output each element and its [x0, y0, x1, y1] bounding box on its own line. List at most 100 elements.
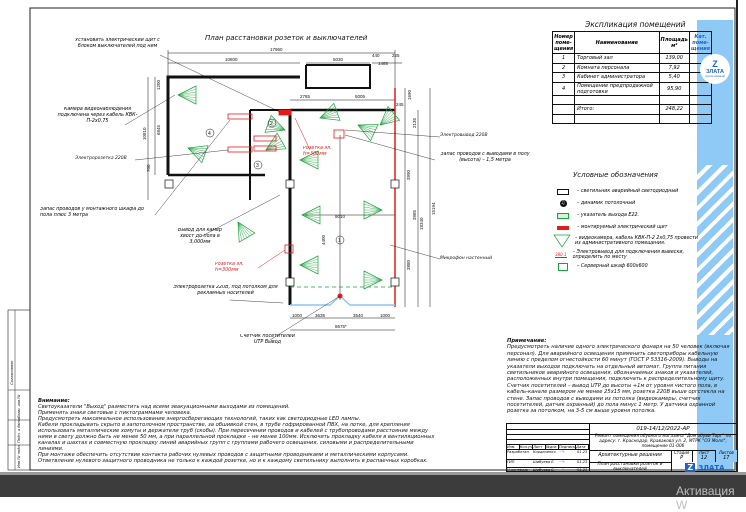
panel-icon [553, 225, 573, 230]
signature-icon: ~✎ [559, 450, 566, 454]
exit-sign-icon [553, 212, 573, 219]
camera-icon [363, 200, 383, 220]
room-number-2: 2 [270, 121, 273, 127]
stamp-agreed: Согласовано [9, 360, 14, 385]
camera-icon [301, 205, 321, 225]
dim-6845: 6845 [156, 124, 161, 135]
notes-right-text: Предусмотреть наличие одного электрическ… [507, 344, 730, 415]
cell-area: 248,22 [658, 104, 690, 115]
logo-title-block: Z ЗЛАТА [673, 462, 737, 473]
cell-number [551, 113, 576, 124]
sheet-title: План расстановки розеток и выключателей [589, 462, 672, 473]
label-power-out: Электровывод 220В [439, 132, 488, 138]
notes-left-title: Внимание: [38, 398, 70, 404]
signature-icon: ~✎ [559, 468, 566, 472]
speaker-icon: ♫ [559, 200, 567, 207]
camera-icon [379, 105, 401, 126]
label-camera: Камера видеонаблюдения подключена через … [57, 107, 138, 124]
camera-icon [187, 145, 209, 164]
sheets-header: Листов [718, 450, 734, 455]
dim-1000a: 1000 [292, 313, 303, 318]
approval-role: Н.контроль [507, 468, 529, 472]
cell-area: 5,40 [658, 72, 690, 83]
cell-area: 95,90 [658, 81, 690, 96]
col-name: Наименование [574, 31, 660, 54]
label-socket-left: Электророзетка 220В [74, 155, 127, 161]
camera-icon [264, 114, 286, 133]
dim-8675: 8675* [335, 324, 347, 329]
approval-role: ГИП [507, 460, 515, 464]
legend-label: – светильник аварийный светодиодный [577, 189, 679, 194]
rev-col-header: №док [546, 445, 559, 450]
explication-row [551, 113, 713, 124]
cell-name: Торговый зал [574, 53, 660, 64]
label-camera-out: Вывод для камер хвост до пола в 3,000мм [178, 228, 222, 245]
dimension-lines [147, 50, 431, 331]
sign-label: 380 1 [555, 251, 567, 258]
dim-8010: 8010 [335, 214, 346, 219]
doc-code: 019-14/12/2022-АР [589, 424, 737, 435]
dim-2135: 2135 [412, 117, 417, 128]
signature-icon: ~✎ [559, 460, 566, 464]
label-panel: Установить электрический щит с блоком вы… [75, 38, 160, 49]
legend-item: – монтируемый электрический щит [553, 222, 703, 233]
camera-icon [177, 85, 197, 105]
cell-name [574, 94, 660, 105]
stamp-sign: Подп. и дата [16, 417, 21, 443]
project-name: Ремонт помещения обувного магазина "Дом … [589, 434, 737, 451]
emergency-light-icon [553, 188, 573, 195]
power-outlet-icon: 380 1 [553, 252, 569, 258]
cell-area: 7,92 [658, 62, 690, 73]
dim-5030: 5030 [333, 57, 344, 62]
room-number-3: 3 [256, 163, 259, 169]
cell-area [658, 113, 690, 124]
cell-number [551, 104, 576, 115]
leader-lines [124, 54, 441, 341]
legend-label: – Электровывод для подключения вывески, … [572, 249, 684, 260]
dim-3540: 3540 [353, 313, 364, 318]
dim-10800: 10800 [225, 57, 238, 62]
legend-item: – указатель выхода Е22. [553, 210, 703, 221]
legend-item: – видеокамера, кабель КВК-П-2 2х0,75 про… [553, 234, 703, 248]
red-leaders [257, 117, 311, 269]
dimension-values: 17960 10800 5030 440 1465 225 2785 5005 … [142, 47, 436, 329]
stage-header: Стадия [673, 450, 690, 455]
approval-role: Разработал [507, 450, 529, 454]
camera-icon [319, 102, 341, 121]
columns [164, 179, 400, 287]
dim-4400: 4400 [321, 234, 326, 245]
sheet-value: 12 [700, 455, 708, 461]
camera-icon [553, 234, 571, 248]
walls [166, 64, 395, 305]
side-panel-hatch [697, 165, 733, 335]
rev-col-header: Изм. [507, 445, 520, 450]
explication-title: Экспликация помещений [585, 20, 686, 29]
rev-col-header: Дата [576, 445, 589, 450]
plan-annotations: Установить электрический щит с блоком вы… [40, 38, 530, 345]
logo-text: ЗЛАТА [698, 463, 725, 472]
legend: – светильник аварийный светодиодный♫– ди… [553, 186, 703, 273]
dim-3635: 3635 [315, 313, 326, 318]
room-number-1: 1 [338, 238, 341, 244]
legend-item: – светильник аварийный светодиодный [553, 186, 703, 197]
cell-category [688, 81, 713, 96]
cell-number: 4 [551, 81, 576, 96]
dim-17960: 17960 [270, 47, 283, 52]
dim-18340: 18340 [419, 217, 424, 230]
legend-item: 380 1 – Электровывод для подключения выве… [553, 249, 703, 260]
section-name: Архитектурные решения [589, 450, 672, 463]
server-cabinet-icon [553, 262, 573, 271]
sheets-value: 17 [723, 455, 730, 461]
legend-label: – указатель выхода Е22. [577, 213, 640, 218]
dim-3880: 3880 [406, 259, 411, 270]
dim-225: 225 [392, 53, 400, 58]
label-counter: Счетчик посетителей UTP Вывод [240, 334, 295, 345]
label-floor-reserve: Запас проводов с выводами в полу (высота… [440, 152, 530, 163]
camera-icon [357, 124, 379, 142]
